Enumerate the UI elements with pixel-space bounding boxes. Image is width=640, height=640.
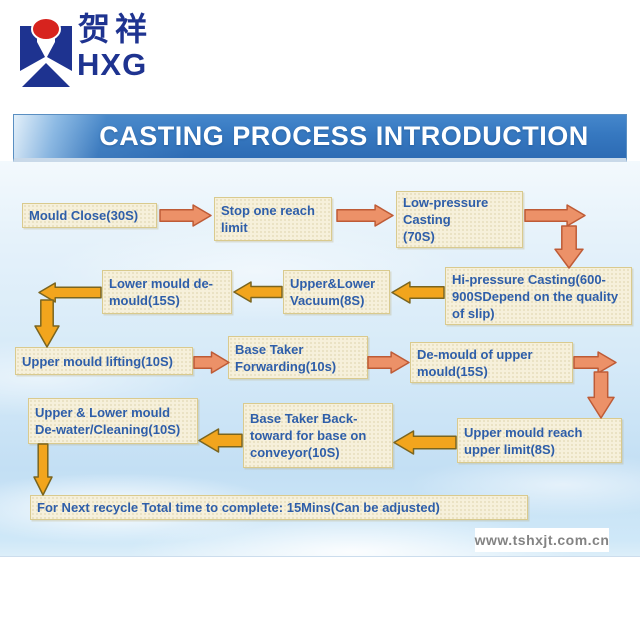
- arrow-backward-to-dewater: [198, 428, 243, 453]
- arrow-lower-demould-out: [38, 282, 102, 303]
- flow-box-lower-mould-demould: Lower mould de- mould(15S): [102, 270, 232, 314]
- arrow-down-to-upper-lifting: [34, 299, 60, 348]
- flow-box-demould-of-upper-mould: De-mould of upper mould(15S): [410, 342, 573, 383]
- flow-box-for-next-recycle: For Next recycle Total time to complete:…: [30, 495, 528, 520]
- flow-box-low-pressure-casting: Low-pressure Casting (70S): [396, 191, 523, 248]
- flow-box-stop-one-reach-limit: Stop one reach limit: [214, 197, 332, 241]
- arrow-base-taker-to-demould: [367, 351, 410, 374]
- arrow-demould-out: [573, 351, 617, 374]
- flow-box-base-taker-backward: Base Taker Back- toward for base on conv…: [243, 403, 393, 468]
- flow-box-upper-lower-vacuum: Upper&Lower Vacuum(8S): [283, 270, 390, 314]
- arrow-hi-pressure-to-vacuum: [391, 281, 445, 304]
- arrow-down-to-next-recycle: [33, 443, 53, 496]
- flow-box-mould-close: Mould Close(30S): [22, 203, 157, 228]
- logo-red-oval: [31, 17, 61, 41]
- page-title: CASTING PROCESS INTRODUCTION: [99, 121, 589, 151]
- arrow-lifting-to-base-taker: [193, 351, 230, 374]
- arrow-down-to-hi-pressure: [554, 225, 584, 269]
- flow-box-upper-mould-reach-limit: Upper mould reach upper limit(8S): [457, 418, 622, 463]
- flow-box-upper-lower-dewater: Upper & Lower mould De-water/Cleaning(10…: [28, 398, 198, 444]
- arrow-upper-reach-to-backward: [393, 430, 457, 455]
- flow-box-upper-mould-lifting: Upper mould lifting(10S): [15, 347, 193, 375]
- company-logo: 贺祥 HXG: [16, 6, 166, 94]
- arrow-low-pressure-out: [524, 204, 586, 227]
- title-banner: CASTING PROCESS INTRODUCTION: [13, 114, 627, 162]
- hxg-emblem-icon: [20, 17, 72, 87]
- website-label: www.tshxjt.com.cn: [475, 528, 609, 552]
- flow-box-hi-pressure-casting: Hi-pressure Casting(600- 900SDepend on t…: [445, 267, 632, 325]
- arrow-stop-to-low-pressure: [336, 204, 394, 227]
- flow-box-base-taker-forwarding: Base Taker Forwarding(10s): [228, 336, 368, 379]
- arrow-down-to-upper-reach: [587, 371, 615, 419]
- arrow-vacuum-to-lower-demould: [233, 281, 283, 303]
- arrow-mould-close-to-stop: [159, 204, 212, 227]
- logo-latin-text: HXG: [77, 47, 148, 82]
- logo-chinese-text: 贺祥: [78, 11, 153, 47]
